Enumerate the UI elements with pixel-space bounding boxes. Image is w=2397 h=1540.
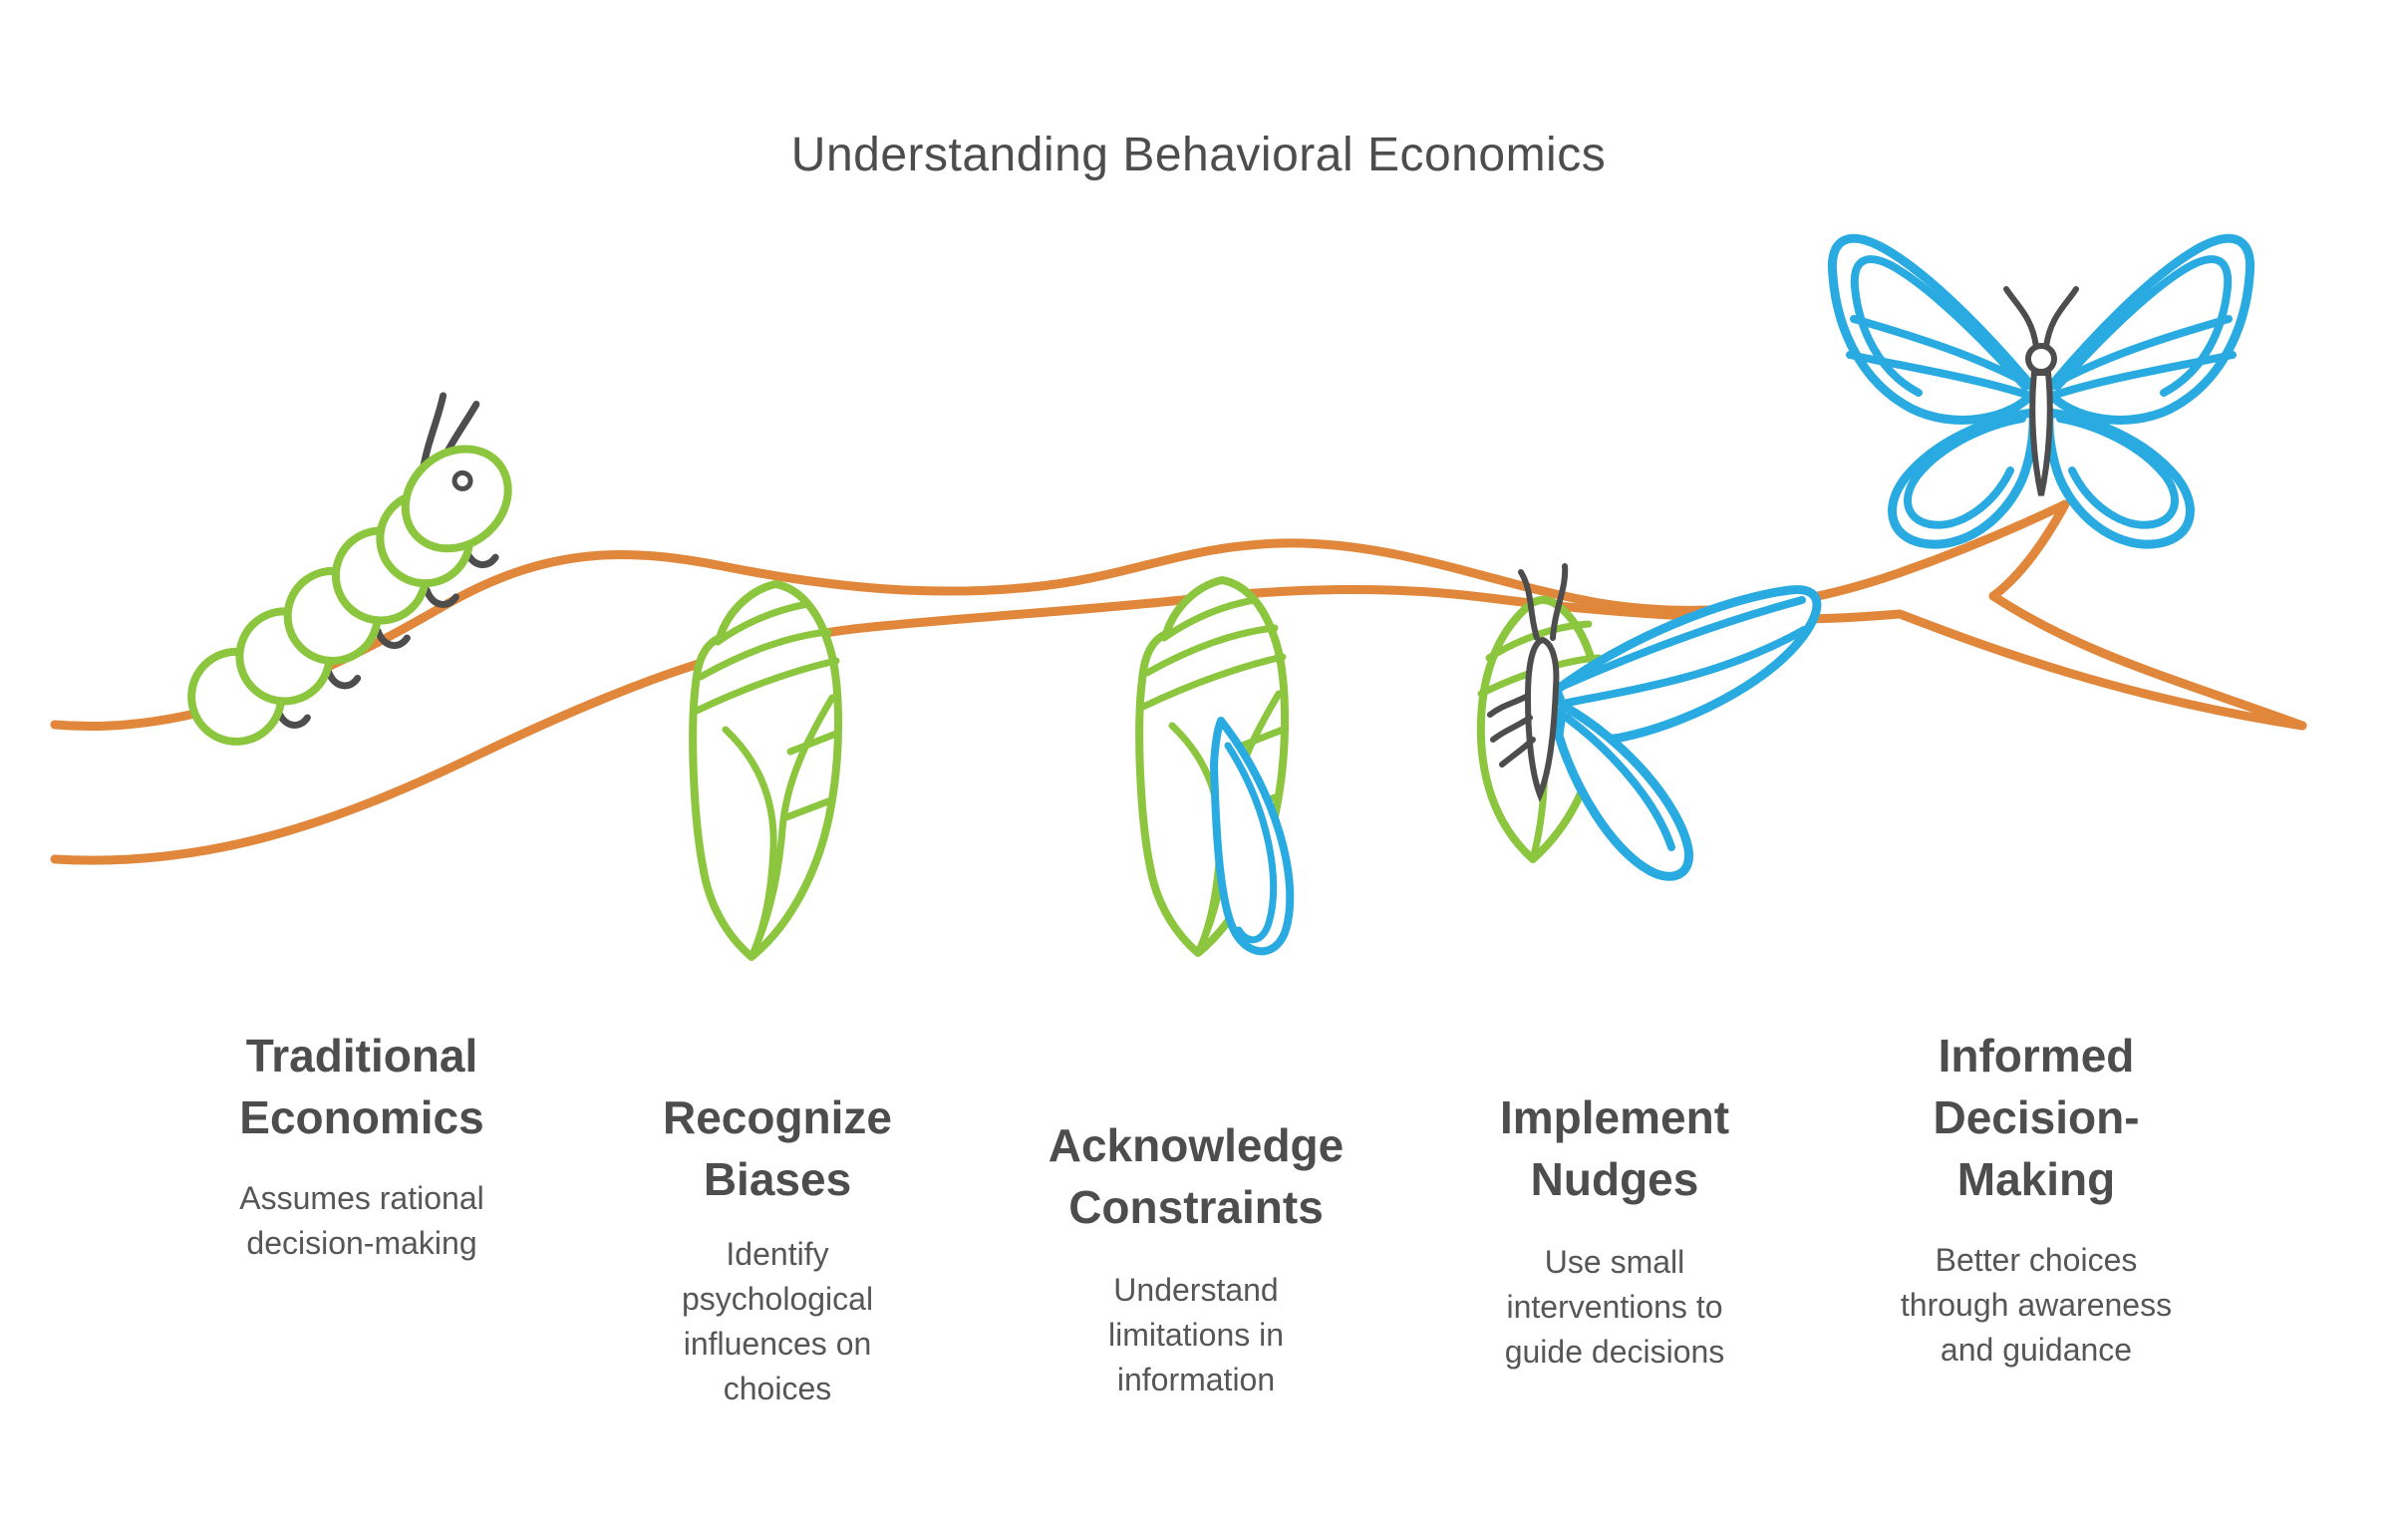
chrysalis-icon: [693, 584, 838, 957]
stage-acknowledge-constraints: Acknowledge Constraints: [967, 1114, 1425, 1238]
metamorphosis-illustration: [50, 0, 2307, 1007]
stage-description-implement-nudges: Use small interventions to guide decisio…: [1504, 1244, 1725, 1370]
stage-title: Recognize Biases: [662, 1091, 893, 1205]
caterpillar-icon: [187, 392, 512, 746]
caterpillar-eye: [451, 469, 473, 491]
stage-title: Traditional Economics: [239, 1030, 484, 1143]
stage-description-recognize-biases: Identify psychological influences on cho…: [681, 1236, 874, 1406]
stage-informed-decision-making: Informed Decision- Making: [1807, 1025, 2265, 1210]
butterfly-icon: [1832, 238, 2249, 544]
stage-implement-nudges: Implement Nudges: [1385, 1086, 1844, 1210]
stage-description-acknowledge-constraints: Understand limitations in information: [1107, 1272, 1285, 1397]
stage-description-informed-decision-making: Better choices through awareness and gui…: [1900, 1242, 2173, 1368]
stage-traditional-economics: Traditional Economics: [133, 1025, 591, 1148]
stage-recognize-biases: Recognize Biases: [548, 1086, 1007, 1210]
stage-description-traditional-economics: Assumes rational decision-making: [239, 1180, 484, 1261]
page-title: Understanding Behavioral Economics: [790, 129, 1607, 181]
stage-title: Implement Nudges: [1499, 1091, 1730, 1205]
chrysalis-emerging-wing-icon: [1139, 580, 1295, 953]
stage-title: Acknowledge Constraints: [1048, 1119, 1345, 1233]
stage-title: Informed Decision- Making: [1933, 1030, 2140, 1205]
emerging-butterfly-icon: [1476, 563, 1822, 881]
